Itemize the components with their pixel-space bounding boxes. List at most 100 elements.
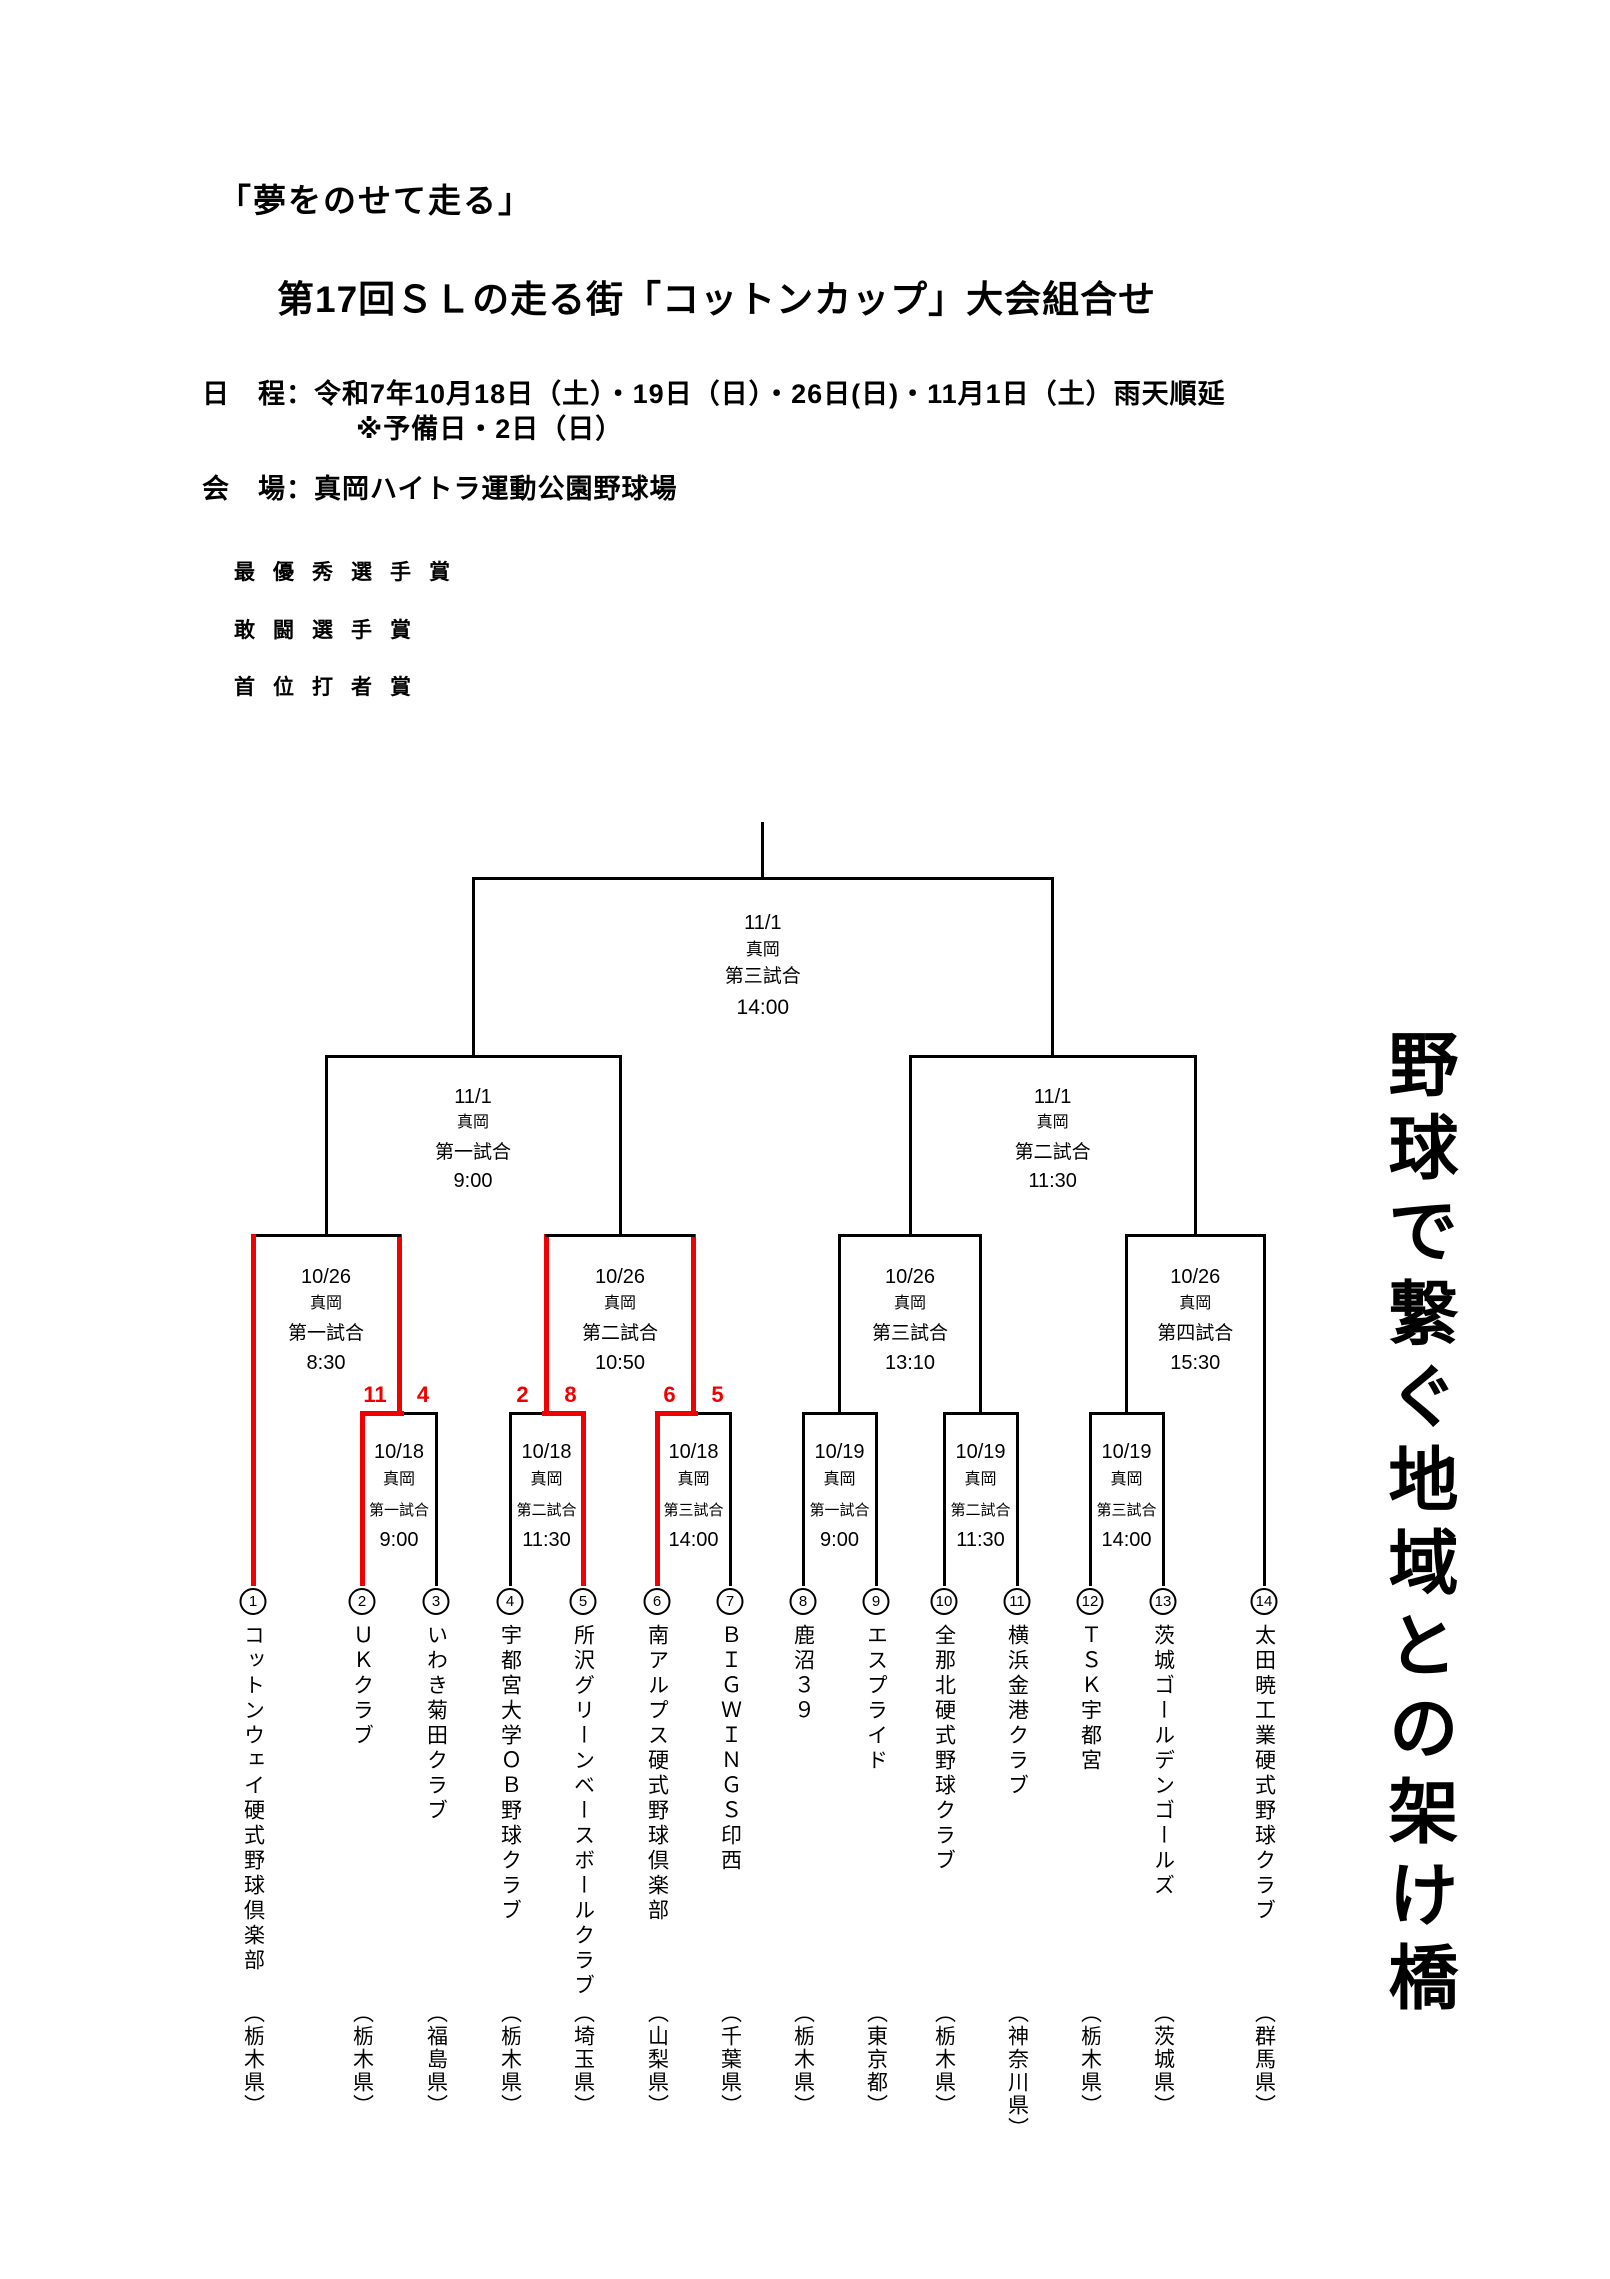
bracket-line <box>691 1234 696 1415</box>
bracket-line <box>761 822 765 878</box>
bracket-line <box>542 1410 586 1416</box>
bracket-line <box>471 878 475 1056</box>
team-seed-circle: 1 <box>239 1588 267 1615</box>
team-name: ＴＳＫ宇都宮 <box>1078 1624 1102 1774</box>
bracket-line <box>359 1410 404 1416</box>
match-game: 第一試合 <box>809 1502 870 1519</box>
match-venue: 真岡 <box>309 1295 343 1312</box>
match-date: 10/26 <box>884 1266 936 1288</box>
team-prefecture: （茨城県） <box>1151 2002 1175 2117</box>
team-prefecture: （群馬県） <box>1252 2002 1276 2117</box>
team-name: 所沢グリーンベースボールクラブ <box>571 1624 595 1999</box>
team-name: ＵＫクラブ <box>350 1624 374 1749</box>
team-name: 南アルプス硬式野球倶楽部 <box>645 1624 669 1924</box>
team-seed-circle: 2 <box>348 1588 376 1615</box>
team-seed-circle: 4 <box>496 1588 524 1615</box>
match-date: 10/19 <box>1101 1441 1152 1463</box>
match-game: 第二試合 <box>950 1502 1011 1519</box>
match-score-left: 6 <box>663 1382 676 1407</box>
match-venue: 真岡 <box>677 1471 710 1488</box>
bracket-line <box>1088 1413 1092 1586</box>
team-prefecture: （福島県） <box>424 2002 448 2117</box>
bracket-line <box>1193 1056 1197 1235</box>
match-time: 8:30 <box>306 1352 346 1374</box>
match-venue: 真岡 <box>823 1471 856 1488</box>
match-game: 第三試合 <box>663 1502 724 1519</box>
team-prefecture: （神奈川県） <box>1005 2002 1029 2140</box>
match-game: 第二試合 <box>516 1502 577 1519</box>
bracket-line <box>324 1054 622 1058</box>
team-prefecture: （栃木県） <box>1078 2002 1102 2117</box>
team-seed-circle: 9 <box>862 1588 890 1615</box>
team-name: 茨城ゴールデンゴールズ <box>1151 1624 1175 1899</box>
match-venue: 真岡 <box>745 940 780 959</box>
team-name: エスプライド <box>864 1624 888 1774</box>
team-prefecture: （東京都） <box>864 2002 888 2117</box>
match-time: 14:00 <box>668 1529 719 1551</box>
schedule-value: ：令和7年10月18日（土）・19日（日）・26日(日)・11月1日（土）雨天順… <box>286 379 1226 409</box>
team-prefecture: （栃木県） <box>498 2002 522 2117</box>
match-date: 10/26 <box>300 1266 352 1288</box>
bracket-line <box>838 1233 982 1237</box>
team-seed-circle: 11 <box>1003 1588 1031 1615</box>
team-prefecture: （山梨県） <box>645 2002 669 2117</box>
match-time: 9:00 <box>820 1529 859 1551</box>
bracket-line <box>434 1413 438 1586</box>
bracket-line <box>545 1233 695 1237</box>
team-seed-circle: 3 <box>422 1588 450 1615</box>
match-date: 11/1 <box>1033 1086 1072 1108</box>
team-seed-circle: 13 <box>1149 1588 1177 1615</box>
bracket-line <box>874 1413 878 1586</box>
venue-label: 会 場 <box>202 474 286 504</box>
bracket-line <box>1125 1233 1266 1237</box>
bracket-line <box>979 1235 982 1413</box>
team-prefecture: （千葉県） <box>718 2002 742 2117</box>
match-venue: 真岡 <box>382 1471 416 1488</box>
bracket-line <box>1015 1413 1019 1586</box>
bracket-line <box>1051 878 1055 1056</box>
bracket-line <box>324 1056 328 1235</box>
match-time: 14:00 <box>736 996 790 1019</box>
bracket-line <box>1161 1413 1165 1586</box>
match-time: 11:30 <box>522 1529 571 1551</box>
team-name: 鹿沼３９ <box>791 1624 815 1724</box>
bracket-line <box>251 1233 401 1237</box>
team-prefecture: （埼玉県） <box>571 2002 595 2117</box>
bracket-line <box>654 1411 660 1586</box>
match-score-right: 4 <box>416 1382 430 1407</box>
match-game: 第一試合 <box>368 1502 430 1519</box>
match-time: 11:30 <box>956 1529 1005 1551</box>
venue-value: ：真岡ハイトラ運動公園野球場 <box>286 474 678 504</box>
bracket-line <box>359 1411 365 1586</box>
team-prefecture: （栃木県） <box>241 2002 265 2117</box>
page-title: 第17回ＳＬの走る街「コットンカップ」大会組合せ <box>277 279 1157 320</box>
side-message: 野球で繋ぐ地域との架け橋 <box>1377 1028 1460 2024</box>
team-seed-circle: 5 <box>569 1588 597 1615</box>
team-name: ＢＩＧＷＩＮＧＳ印西 <box>718 1624 742 1874</box>
bracket-line <box>1125 1235 1128 1413</box>
team-seed-circle: 14 <box>1250 1588 1278 1615</box>
team-seed-circle: 7 <box>716 1588 744 1615</box>
match-game: 第一試合 <box>287 1323 365 1344</box>
bracket-line <box>1088 1411 1165 1415</box>
match-game: 第四試合 <box>1157 1323 1234 1344</box>
match-venue: 真岡 <box>456 1114 490 1131</box>
match-time: 9:00 <box>453 1170 493 1192</box>
team-prefecture: （栃木県） <box>350 2002 374 2117</box>
bracket-line <box>942 1413 946 1586</box>
match-date: 10/26 <box>1170 1266 1221 1288</box>
match-time: 14:00 <box>1101 1529 1152 1551</box>
match-venue: 真岡 <box>1110 1471 1143 1488</box>
match-time: 10:50 <box>594 1352 646 1374</box>
match-time: 11:30 <box>1028 1170 1077 1192</box>
bracket-line <box>801 1413 805 1586</box>
match-venue: 真岡 <box>603 1295 637 1312</box>
bracket-line <box>471 876 1055 880</box>
match-venue: 真岡 <box>530 1471 563 1488</box>
team-name: 全那北硬式野球クラブ <box>932 1624 956 1874</box>
match-venue: 真岡 <box>1179 1295 1212 1312</box>
bracket-line <box>908 1054 1197 1058</box>
match-time: 15:30 <box>1170 1352 1221 1374</box>
schedule-label: 日 程 <box>202 379 286 409</box>
